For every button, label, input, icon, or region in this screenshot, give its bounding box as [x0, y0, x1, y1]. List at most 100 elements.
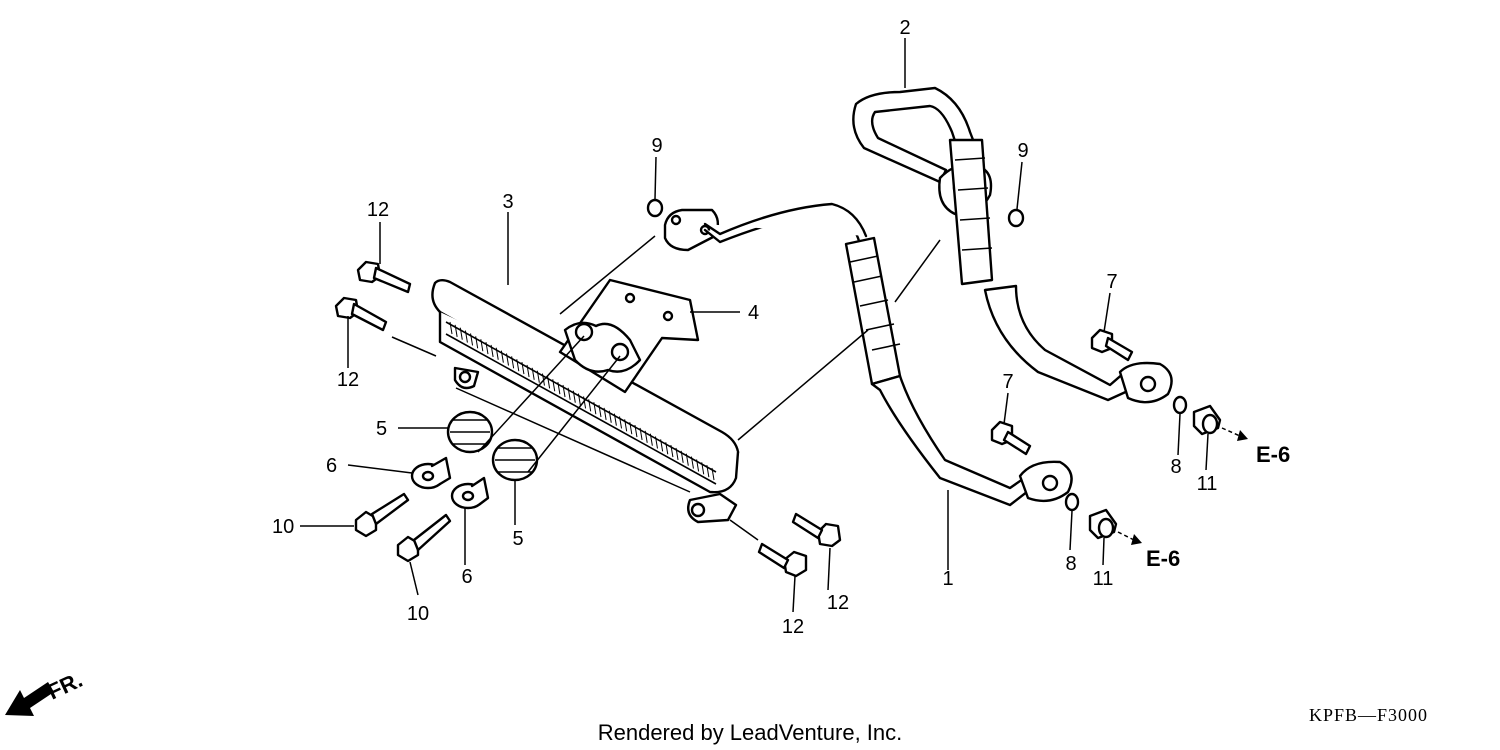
cooler-fin [516, 359, 520, 372]
callout-12-top: 12 [367, 199, 389, 221]
cooler-fin [449, 321, 453, 335]
cooler-fin [685, 453, 689, 466]
cooler-fin [675, 447, 679, 461]
cooler-fin [588, 399, 592, 412]
front-label: FR. [44, 667, 87, 705]
cooler-fin [480, 339, 484, 352]
dowel-pin-11-lower[interactable] [1088, 508, 1118, 540]
cooler-fin [470, 333, 474, 346]
cooler-fin [552, 379, 556, 392]
callout-12-right-upper: 12 [827, 592, 849, 614]
cooler-fin [670, 445, 674, 458]
bolt-12-left[interactable] [334, 296, 388, 332]
o-ring-9-left[interactable] [646, 198, 664, 218]
leader-lines [300, 38, 1248, 613]
rubber-grommet-upper[interactable] [446, 410, 494, 454]
cooler-fin [649, 433, 653, 446]
reference-e6-upper[interactable]: E-6 [1256, 442, 1290, 467]
cooler-bracket[interactable] [558, 278, 700, 394]
cooler-fin [598, 404, 602, 418]
collar-upper[interactable] [410, 456, 452, 490]
diagram-code: KPFB—F3000 [1309, 705, 1428, 725]
callout-1: 1 [942, 568, 953, 590]
callout-9-right: 9 [1017, 140, 1028, 162]
callout-8-lower: 8 [1065, 553, 1076, 575]
cooler-fin [500, 350, 504, 363]
cooler-fin [536, 370, 540, 383]
o-ring-8-upper[interactable] [1172, 395, 1188, 415]
oil-cooler[interactable] [431, 279, 740, 524]
cooler-fin [680, 450, 684, 463]
cooler-fin [490, 344, 494, 357]
cooler-fin [711, 467, 715, 481]
cooler-fin [521, 361, 525, 375]
cooler-fin [639, 427, 643, 441]
bolt-7-lower[interactable] [990, 420, 1032, 456]
bolt-7-upper[interactable] [1090, 328, 1134, 362]
front-arrow-icon [5, 682, 54, 716]
cooler-fin [557, 382, 561, 395]
cooler-fin [613, 413, 617, 426]
callout-2: 2 [899, 17, 910, 39]
cooler-fin [572, 390, 576, 403]
cooler-fin [624, 419, 628, 432]
dowel-pin-11-upper[interactable] [1192, 404, 1222, 436]
callout-12-right-lower: 12 [782, 616, 804, 638]
callout-10-upper: 10 [272, 516, 294, 538]
callout-6-lower: 6 [461, 566, 472, 588]
callout-8-upper: 8 [1170, 456, 1181, 478]
cooler-fin [660, 439, 664, 452]
cooler-fin [562, 384, 566, 398]
cooler-fin [459, 327, 463, 340]
collar-lower[interactable] [450, 476, 490, 510]
cooler-fin [701, 462, 705, 475]
callout-9-left: 9 [651, 135, 662, 157]
callout-5-upper: 5 [376, 418, 387, 440]
cooler-fin [603, 407, 607, 420]
callout-6-upper: 6 [326, 455, 337, 477]
cooler-fin [495, 347, 499, 360]
cooler-fin [475, 336, 479, 349]
o-ring-8-lower[interactable] [1064, 492, 1080, 512]
cooler-fin [511, 356, 515, 369]
callout-11-lower: 11 [1093, 568, 1114, 590]
cooler-fin [454, 324, 458, 337]
cooler-fin [665, 442, 669, 455]
cooler-fin [690, 456, 694, 469]
cooler-fin [619, 416, 623, 429]
cooler-fin [634, 424, 638, 438]
bolt-12-right-upper[interactable] [791, 512, 842, 548]
callout-10-lower: 10 [407, 603, 429, 625]
callout-7-lower: 7 [1002, 371, 1013, 393]
cooler-fin [464, 330, 468, 343]
cooler-fin [583, 396, 587, 409]
cooler-fin [644, 430, 648, 443]
callout-4: 4 [748, 302, 759, 324]
reference-e6-lower[interactable]: E-6 [1146, 546, 1180, 571]
callout-5-lower: 5 [512, 528, 523, 550]
cooler-fin [506, 353, 510, 366]
cooler-fin [531, 367, 535, 380]
cooler-fin [706, 465, 710, 478]
bolt-12-top[interactable] [356, 260, 412, 294]
callout-7-upper: 7 [1106, 271, 1117, 293]
cooler-fin [696, 459, 700, 472]
cooler-fin [608, 410, 612, 423]
callout-3: 3 [502, 191, 513, 213]
callout-12-left: 12 [337, 369, 359, 391]
footer-credit: Rendered by LeadVenture, Inc. [598, 720, 903, 745]
front-direction-marker: FR. [5, 667, 86, 716]
cooler-fin [593, 402, 597, 415]
rubber-grommet-lower[interactable] [491, 438, 539, 482]
cooler-fin [629, 422, 633, 435]
o-ring-9-right[interactable] [1007, 208, 1025, 228]
bolt-12-right-lower[interactable] [757, 542, 808, 578]
cooler-fin [547, 376, 551, 389]
callout-labels: 1 2 3 4 5 5 6 6 7 7 8 8 9 9 10 10 11 11 … [272, 17, 1217, 638]
bolt-10-lower[interactable] [396, 513, 452, 563]
bolt-10-upper[interactable] [354, 492, 410, 538]
lower-oil-pipe[interactable] [663, 202, 1073, 507]
cooler-fin [577, 393, 581, 406]
upper-oil-pipe[interactable] [852, 86, 1173, 404]
